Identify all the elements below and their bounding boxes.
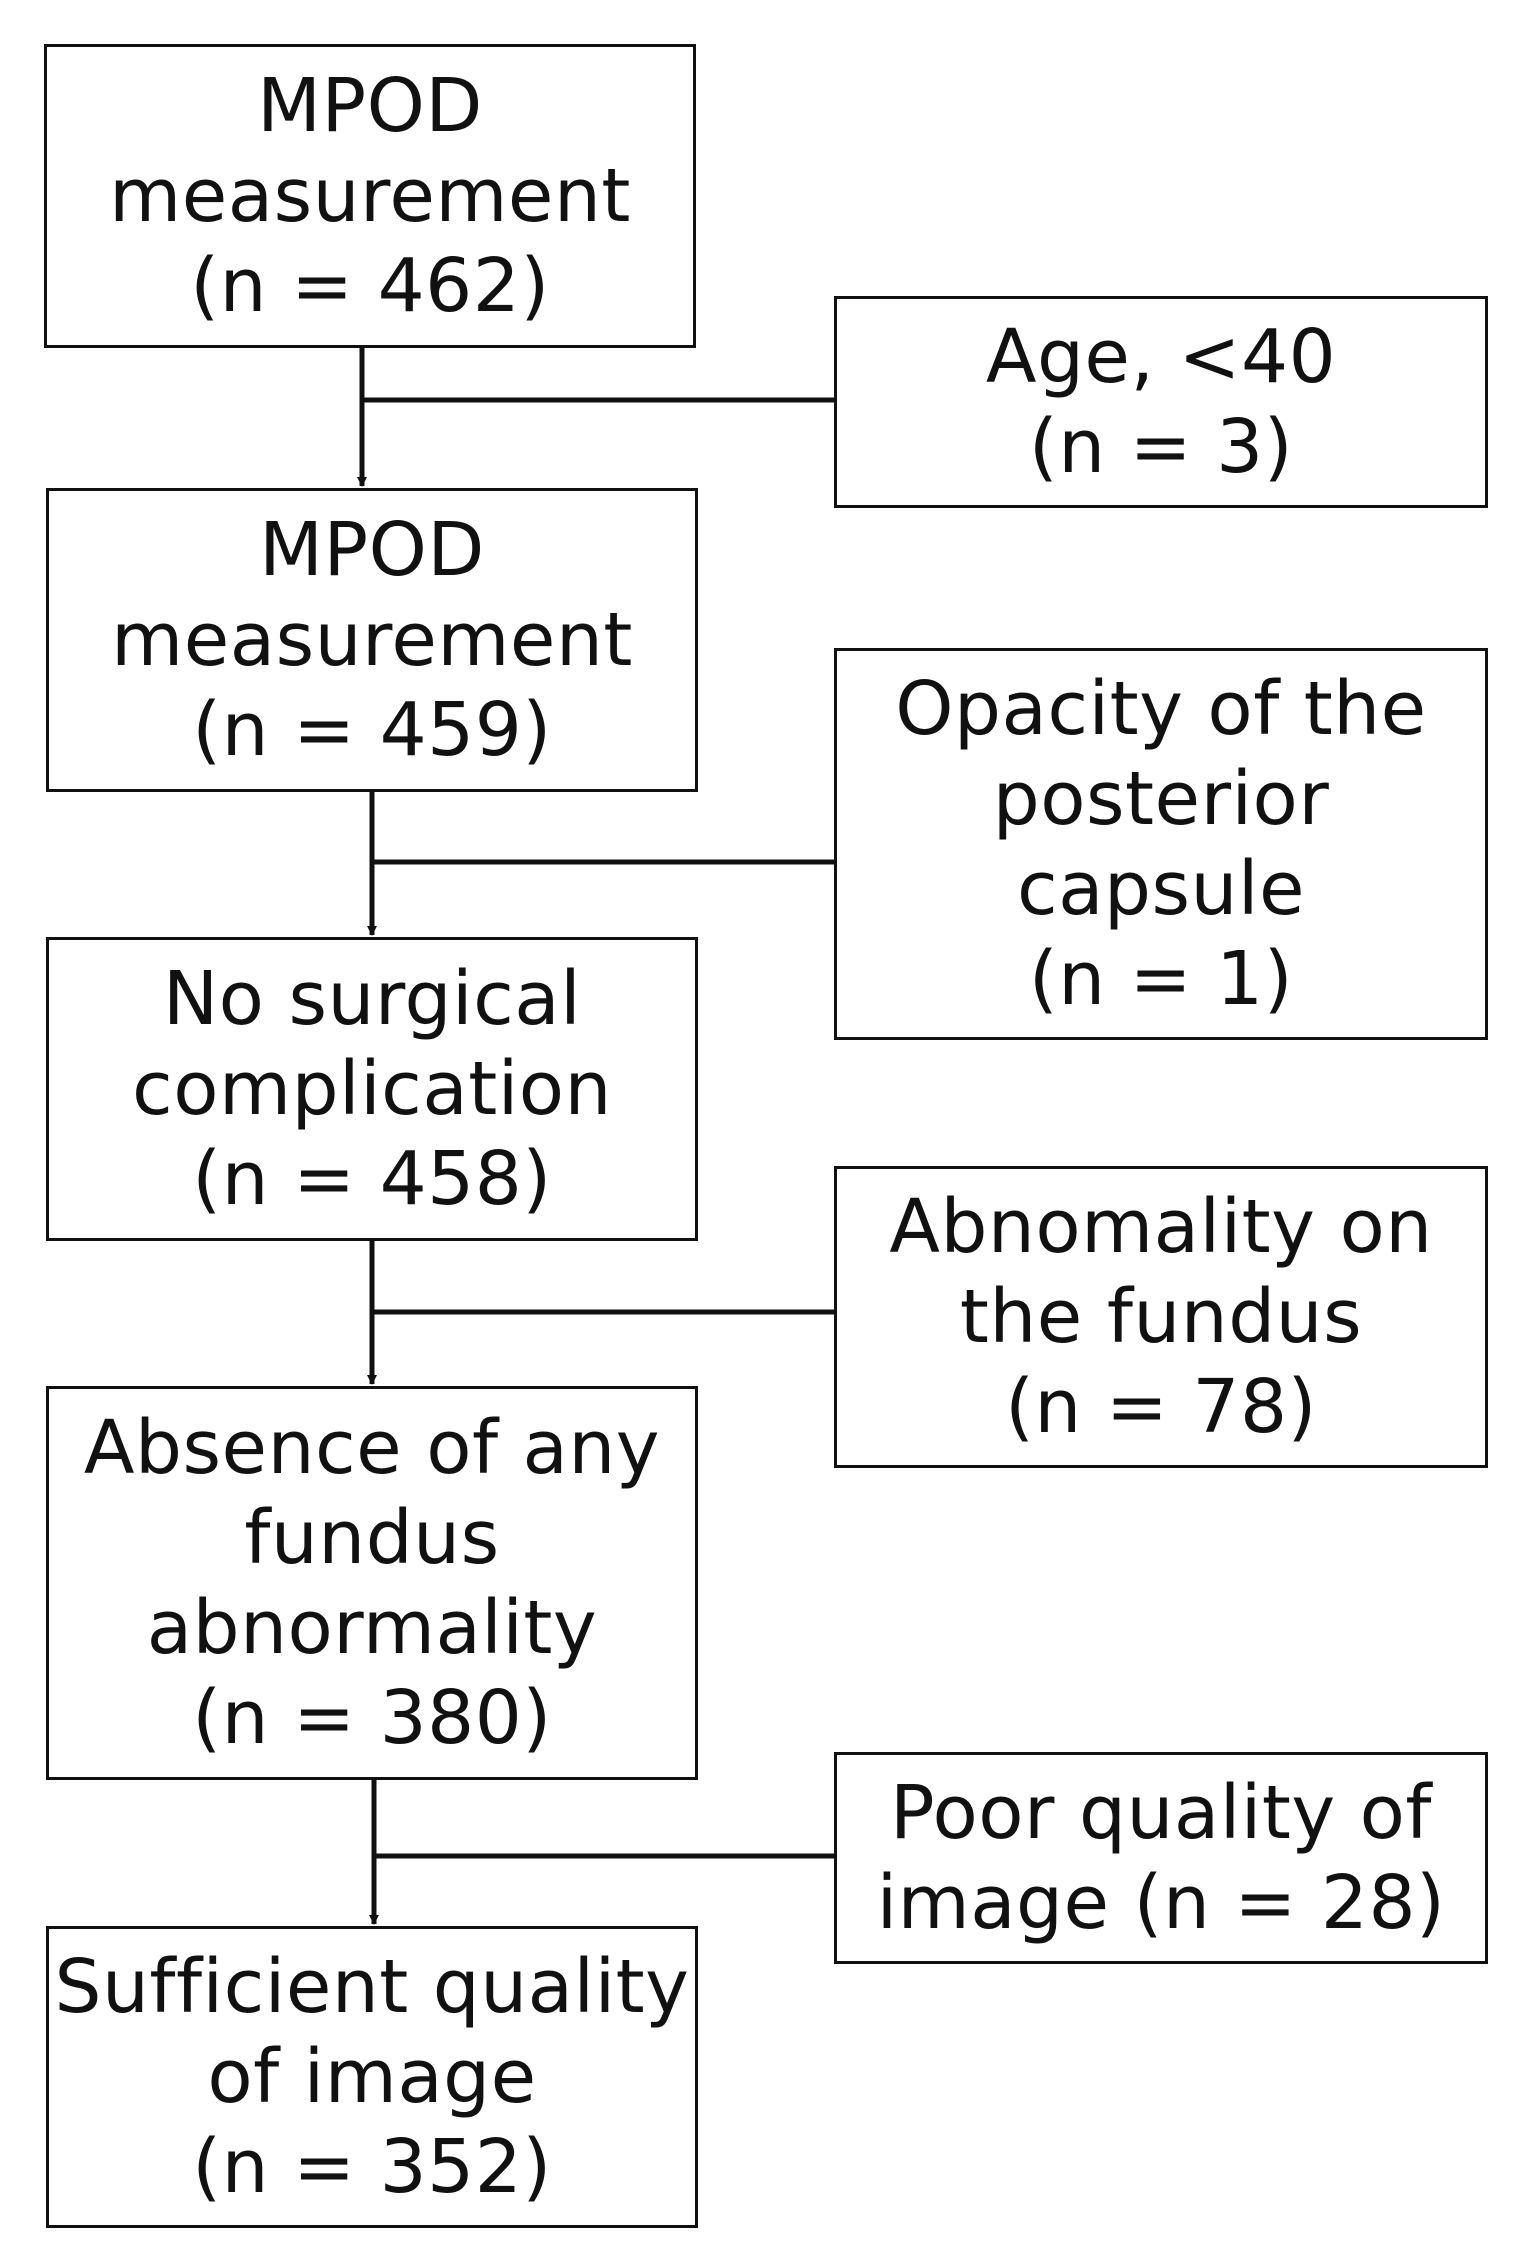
step-count: (n = 459) — [192, 687, 552, 773]
step-text-line: Absence of any — [83, 1405, 661, 1491]
exclusion-text-line: posterior — [992, 756, 1330, 842]
step-box: MPOD measurement (n = 462) — [44, 44, 696, 348]
exclusion-text-line: capsule — [1016, 846, 1306, 932]
step-text-line: complication — [132, 1046, 612, 1132]
step-box: No surgical complication (n = 458) — [46, 937, 698, 1241]
step-text-line: abnormality — [146, 1585, 598, 1671]
step-box: MPOD measurement (n = 459) — [46, 488, 698, 792]
exclusion-count: (n = 78) — [1005, 1364, 1317, 1450]
step-box: Sufficient quality of image (n = 352) — [46, 1926, 698, 2228]
step-count: (n = 458) — [192, 1136, 552, 1222]
step-text-line: MPOD — [257, 63, 483, 149]
exclusion-count: (n = 1) — [1028, 936, 1294, 1022]
exclusion-text-line: Poor quality of — [890, 1770, 1432, 1856]
exclusion-box: Opacity of the posterior capsule (n = 1) — [834, 648, 1488, 1040]
exclusion-text-line: the fundus — [959, 1274, 1363, 1360]
step-text-line: measurement — [109, 153, 631, 239]
exclusion-text-line: Opacity of the — [895, 666, 1427, 752]
exclusion-text-line: Age, <40 — [985, 314, 1337, 400]
step-count: (n = 380) — [192, 1675, 552, 1761]
connector-group — [357, 348, 834, 1925]
exclusion-text-line: image (n = 28) — [876, 1860, 1446, 1946]
exclusion-count: (n = 3) — [1028, 404, 1294, 490]
step-text-line: No surgical — [162, 956, 582, 1042]
step-count: (n = 462) — [190, 243, 550, 329]
step-text-line: of image — [207, 2034, 537, 2120]
exclusion-box: Poor quality of image (n = 28) — [834, 1752, 1488, 1964]
step-text-line: fundus — [244, 1495, 500, 1581]
step-text-line: Sufficient quality — [54, 1944, 690, 2030]
step-count: (n = 352) — [192, 2124, 552, 2210]
step-text-line: measurement — [111, 597, 633, 683]
step-box: Absence of any fundus abnormality (n = 3… — [46, 1386, 698, 1780]
exclusion-text-line: Abnomality on — [889, 1184, 1433, 1270]
step-text-line: MPOD — [259, 507, 485, 593]
exclusion-box: Abnomality on the fundus (n = 78) — [834, 1166, 1488, 1468]
exclusion-box: Age, <40 (n = 3) — [834, 296, 1488, 508]
